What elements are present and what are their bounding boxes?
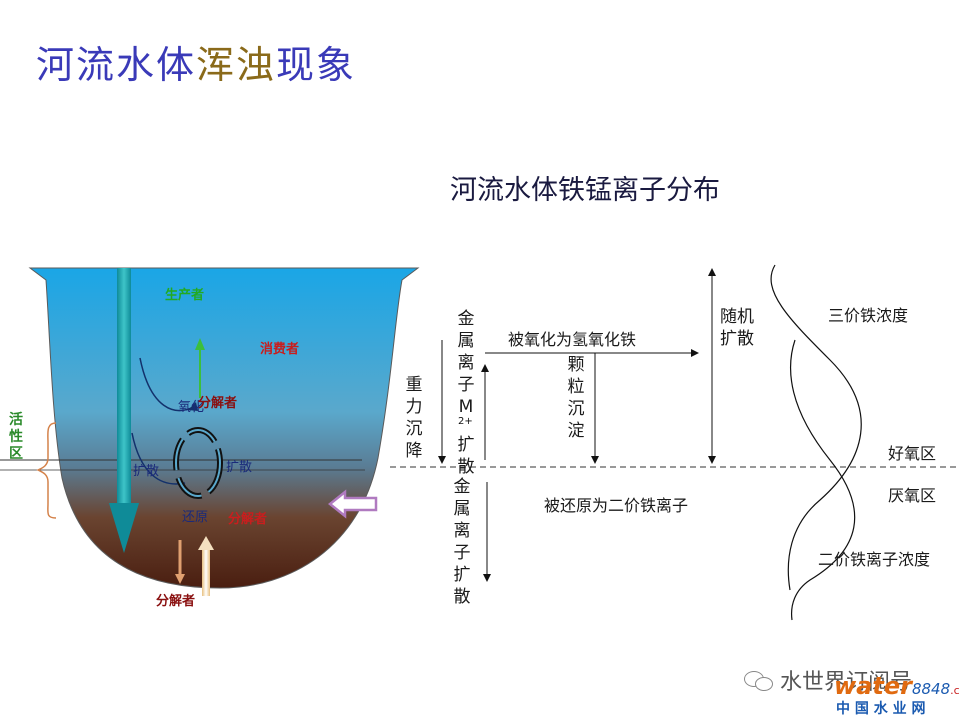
title-part-3: 现象 <box>276 43 357 87</box>
title-part-2: 浑浊 <box>196 43 277 87</box>
label-fe2: 二价铁离子浓度 <box>818 550 931 569</box>
river-cross-section <box>0 267 420 596</box>
label-aerobic: 好氧区 <box>888 444 937 463</box>
label-metal-ion-top: 金属离子M <box>457 309 475 417</box>
label-random-diffuse: 随机扩散 <box>720 307 754 349</box>
label-anaerobic: 厌氧区 <box>888 486 937 505</box>
label-reduced: 被还原为二价铁离子 <box>544 496 689 515</box>
label-producer: 生产者 <box>165 288 205 303</box>
diagram-subtitle: 河流水体铁锰离子分布 <box>450 175 720 206</box>
wechat-name: 水世界订阅号 <box>780 670 913 695</box>
label-diffusion-right: 扩散 <box>226 460 253 475</box>
title-part-1: 河流水体 <box>36 43 197 87</box>
label-consumer: 消费者 <box>260 342 300 357</box>
label-decomposer-low: 分解者 <box>228 512 268 527</box>
oxidation-curve <box>139 357 196 412</box>
brand-water: water <box>834 672 912 700</box>
brand-cn: 中 国 水 业 网 <box>836 701 926 717</box>
fe3-curve <box>770 264 862 591</box>
iron-distribution-diagram <box>390 264 960 621</box>
active-zone-brace <box>36 422 57 519</box>
settling-shaft <box>117 268 131 508</box>
settling-arrowhead <box>109 503 139 553</box>
label-gravity-settle: 重力沉降 <box>405 375 423 461</box>
label-fe3: 三价铁浓度 <box>828 306 909 325</box>
label-decomposer-bottom: 分解者 <box>156 594 196 609</box>
label-oxidized: 被氧化为氢氧化铁 <box>508 330 637 349</box>
label-active-zone: 活性区 <box>9 412 23 462</box>
wechat-watermark: 水世界订阅号 <box>744 664 912 696</box>
label-diffusion-left: 扩散 <box>133 464 160 479</box>
label-reduction: 还原 <box>182 510 209 525</box>
brand-logo: water8848.com <box>834 672 960 700</box>
inflow-arrow <box>327 489 378 519</box>
label-superscript: 2+ <box>458 416 473 427</box>
river-water <box>28 267 420 589</box>
fe2-curve <box>790 339 856 621</box>
label-diffuse-top: 扩散 <box>457 435 475 477</box>
brand-com: .com <box>950 684 960 697</box>
label-metal-ion-bottom: 金属离子扩散 <box>453 477 471 607</box>
sediment-up-arrow <box>202 548 210 596</box>
label-oxidation: 氧化 <box>178 400 205 415</box>
wechat-icon <box>744 669 774 691</box>
page-title: 河流水体浑浊现象 <box>36 34 356 89</box>
brand-num: 8848 <box>911 680 951 698</box>
label-decomposer-mid: 分解者 <box>198 396 238 411</box>
label-particle-settle: 颗粒沉淀 <box>567 355 585 441</box>
